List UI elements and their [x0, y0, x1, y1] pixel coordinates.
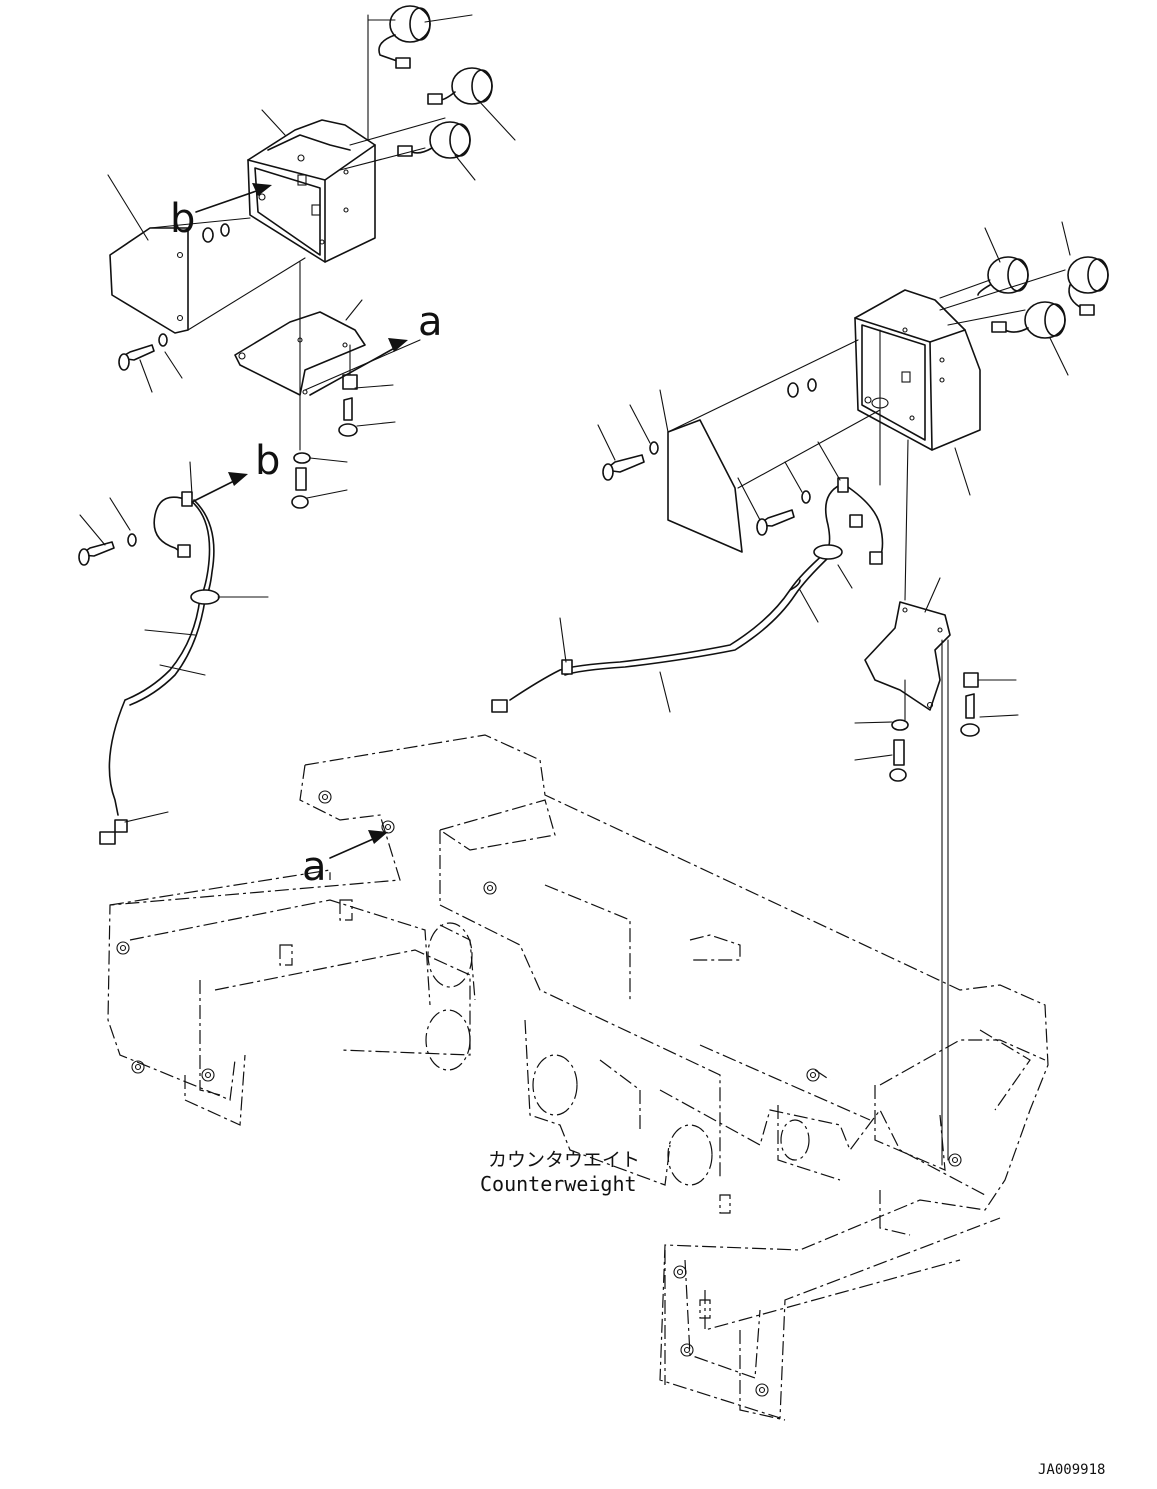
right-lamp-2 — [1067, 256, 1109, 316]
right-harness — [491, 477, 884, 713]
caption-english: Counterweight — [480, 1172, 637, 1196]
left-lamp-box — [247, 119, 376, 263]
left-hardware — [118, 223, 358, 509]
view-label-a-bottom: a — [302, 844, 327, 890]
leader-lines — [79, 14, 1071, 1166]
left-cover-plate — [109, 227, 189, 334]
left-lamp-2 — [427, 67, 493, 105]
right-bracket — [864, 601, 951, 711]
left-lamp-1 — [378, 5, 431, 69]
caption-japanese: カウンタウエイト — [488, 1149, 640, 1171]
view-label-b-mid: b — [255, 438, 280, 484]
right-lamp-3 — [991, 301, 1066, 339]
view-arrows — [191, 183, 408, 859]
left-harness — [78, 491, 220, 845]
view-label-a-top: a — [418, 299, 443, 345]
right-lamp-1 — [977, 256, 1029, 296]
right-cover-plate — [667, 419, 743, 553]
right-hardware — [602, 378, 980, 782]
drawing-id: JA009918 — [1038, 1462, 1105, 1478]
right-lamp-box — [854, 289, 981, 451]
counterweight — [107, 734, 1049, 1421]
counterweight-holes — [116, 790, 962, 1397]
view-label-b-top: b — [170, 196, 195, 242]
